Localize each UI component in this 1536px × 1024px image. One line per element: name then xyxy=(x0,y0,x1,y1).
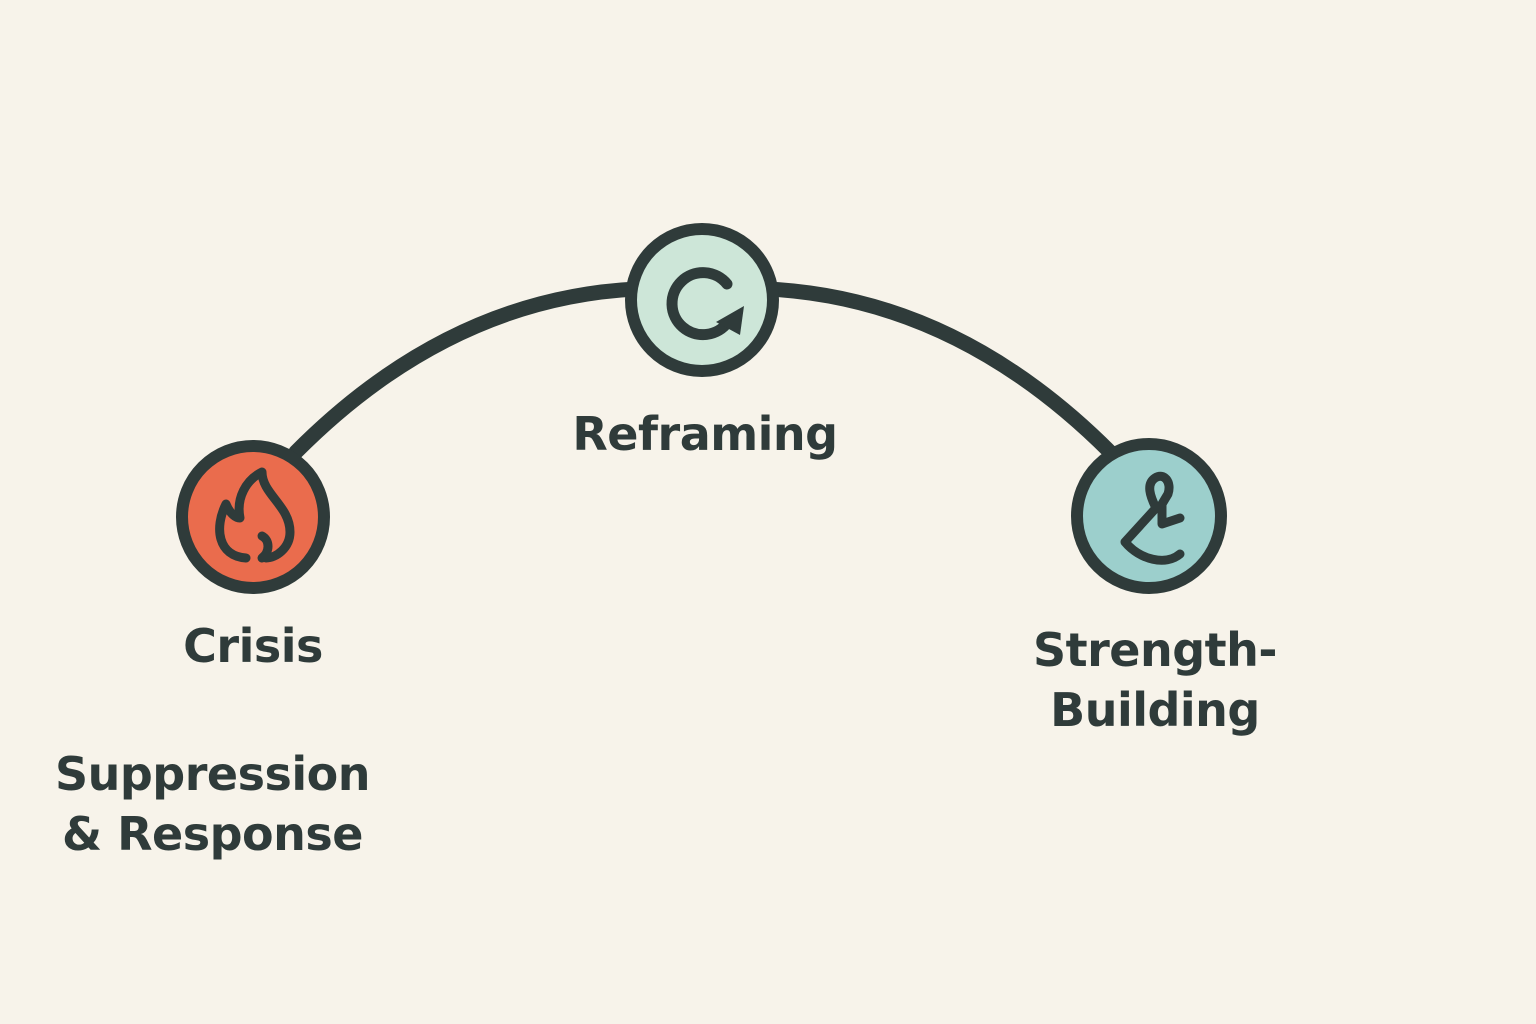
suppression-response-label: Suppression & Response xyxy=(40,744,385,864)
crisis-node xyxy=(176,440,330,594)
strength-building-label: Strength- Building xyxy=(1000,620,1310,740)
crisis-label: Crisis xyxy=(183,619,323,673)
flexed-arm-icon xyxy=(1120,471,1185,565)
suppression-label-line1: Suppression xyxy=(55,747,371,801)
strength-node xyxy=(1071,438,1227,594)
crisis-circle xyxy=(176,440,330,594)
reframing-label: Reframing xyxy=(572,407,838,461)
strength-label-line1: Strength- xyxy=(1032,623,1278,677)
strength-label-line2: Building xyxy=(1050,683,1260,737)
refresh-arrow-icon xyxy=(666,267,744,341)
reframing-circle xyxy=(625,223,779,377)
flame-icon xyxy=(215,467,295,563)
suppression-label-line2: & Response xyxy=(62,807,364,861)
reframing-node xyxy=(625,223,779,377)
